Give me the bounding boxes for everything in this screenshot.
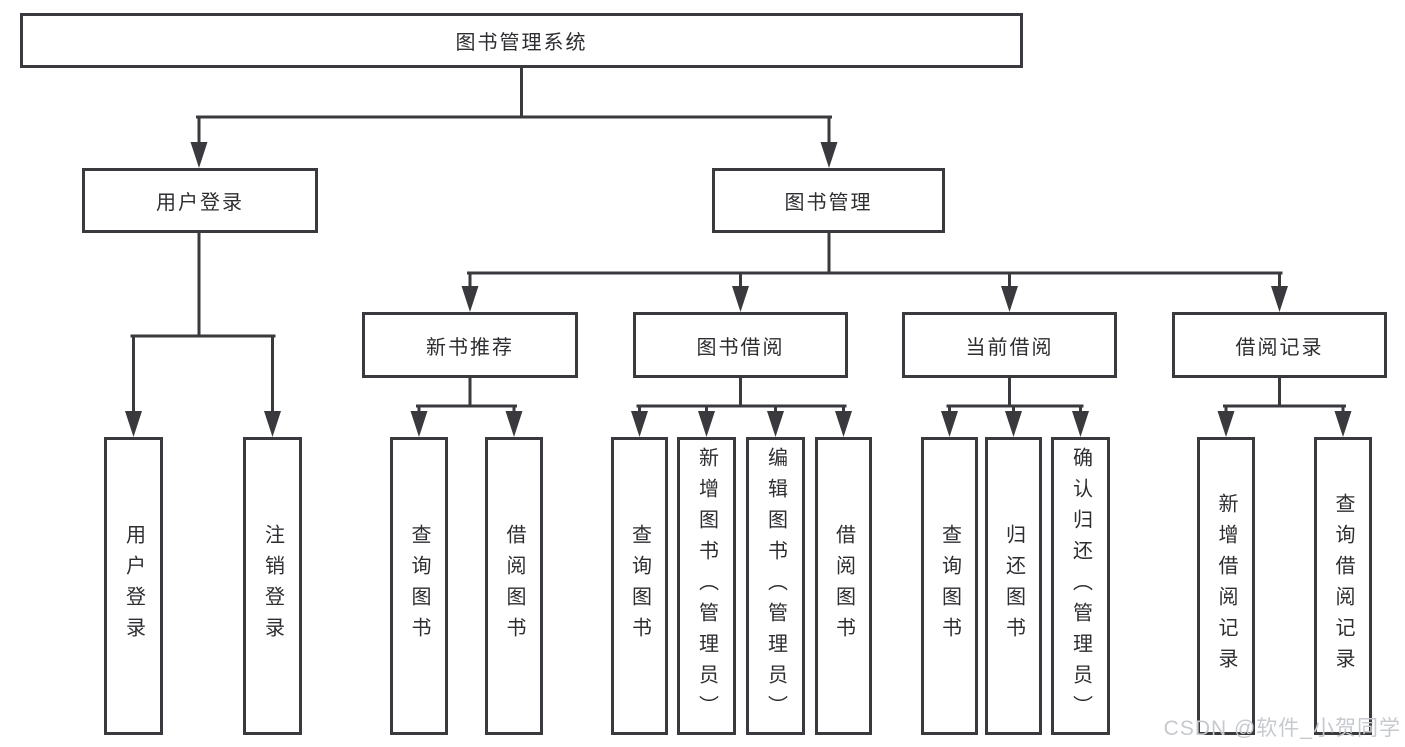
leaf-edit-book-admin-label: 编辑图书（管理员） — [764, 446, 787, 726]
leaf-confirm-return-admin: 确认归还（管理员） — [1051, 437, 1110, 735]
leaf-user-login: 用户登录 — [104, 437, 163, 735]
node-borrow-records: 借阅记录 — [1172, 312, 1387, 378]
leaf-return-books: 归还图书 — [985, 437, 1042, 735]
node-book-borrow: 图书借阅 — [633, 312, 848, 378]
leaf-query-books-borrow-label: 查询图书 — [628, 524, 651, 648]
leaf-query-books-borrow: 查询图书 — [611, 437, 668, 735]
leaf-user-login-label: 用户登录 — [122, 524, 145, 648]
node-current-borrow-label: 当前借阅 — [965, 336, 1054, 359]
node-library-system: 图书管理系统 — [20, 13, 1023, 68]
leaf-return-books-label: 归还图书 — [1002, 524, 1025, 648]
leaf-query-books-current: 查询图书 — [921, 437, 978, 735]
node-borrow-records-label: 借阅记录 — [1235, 336, 1324, 359]
leaf-add-book-admin-label: 新增图书（管理员） — [695, 446, 718, 726]
leaf-logout-login-label: 注销登录 — [261, 524, 284, 648]
leaf-borrow-books: 借阅图书 — [815, 437, 872, 735]
leaf-add-borrow-record-label: 新增借阅记录 — [1215, 493, 1237, 679]
leaf-query-books-recommend-label: 查询图书 — [408, 524, 430, 648]
watermark: CSDN @软件_小贺同学 — [1163, 717, 1401, 740]
leaf-query-books-current-label: 查询图书 — [938, 524, 961, 648]
arrowhead-icons — [125, 142, 1352, 437]
node-user-login: 用户登录 — [82, 168, 318, 233]
node-user-login-label: 用户登录 — [156, 192, 244, 214]
node-current-borrow: 当前借阅 — [902, 312, 1117, 378]
leaf-query-books-recommend: 查询图书 — [390, 437, 448, 735]
node-new-book-recommend-label: 新书推荐 — [426, 336, 514, 359]
leaf-confirm-return-admin-label: 确认归还（管理员） — [1069, 446, 1092, 726]
leaf-add-borrow-record: 新增借阅记录 — [1197, 437, 1255, 735]
leaf-borrow-books-label: 借阅图书 — [832, 524, 855, 648]
leaf-borrow-books-recommend-label: 借阅图书 — [503, 524, 525, 648]
node-new-book-recommend: 新书推荐 — [362, 312, 578, 378]
leaf-edit-book-admin: 编辑图书（管理员） — [746, 437, 805, 735]
leaf-borrow-books-recommend: 借阅图书 — [485, 437, 543, 735]
leaf-logout-login: 注销登录 — [243, 437, 302, 735]
node-book-management-label: 图书管理 — [784, 192, 873, 214]
leaf-add-book-admin: 新增图书（管理员） — [677, 437, 736, 735]
node-book-management: 图书管理 — [712, 168, 945, 233]
leaf-query-borrow-record-label: 查询借阅记录 — [1332, 493, 1354, 679]
node-book-borrow-label: 图书借阅 — [696, 336, 785, 359]
leaf-query-borrow-record: 查询借阅记录 — [1314, 437, 1372, 735]
node-library-system-label: 图书管理系统 — [455, 32, 588, 54]
